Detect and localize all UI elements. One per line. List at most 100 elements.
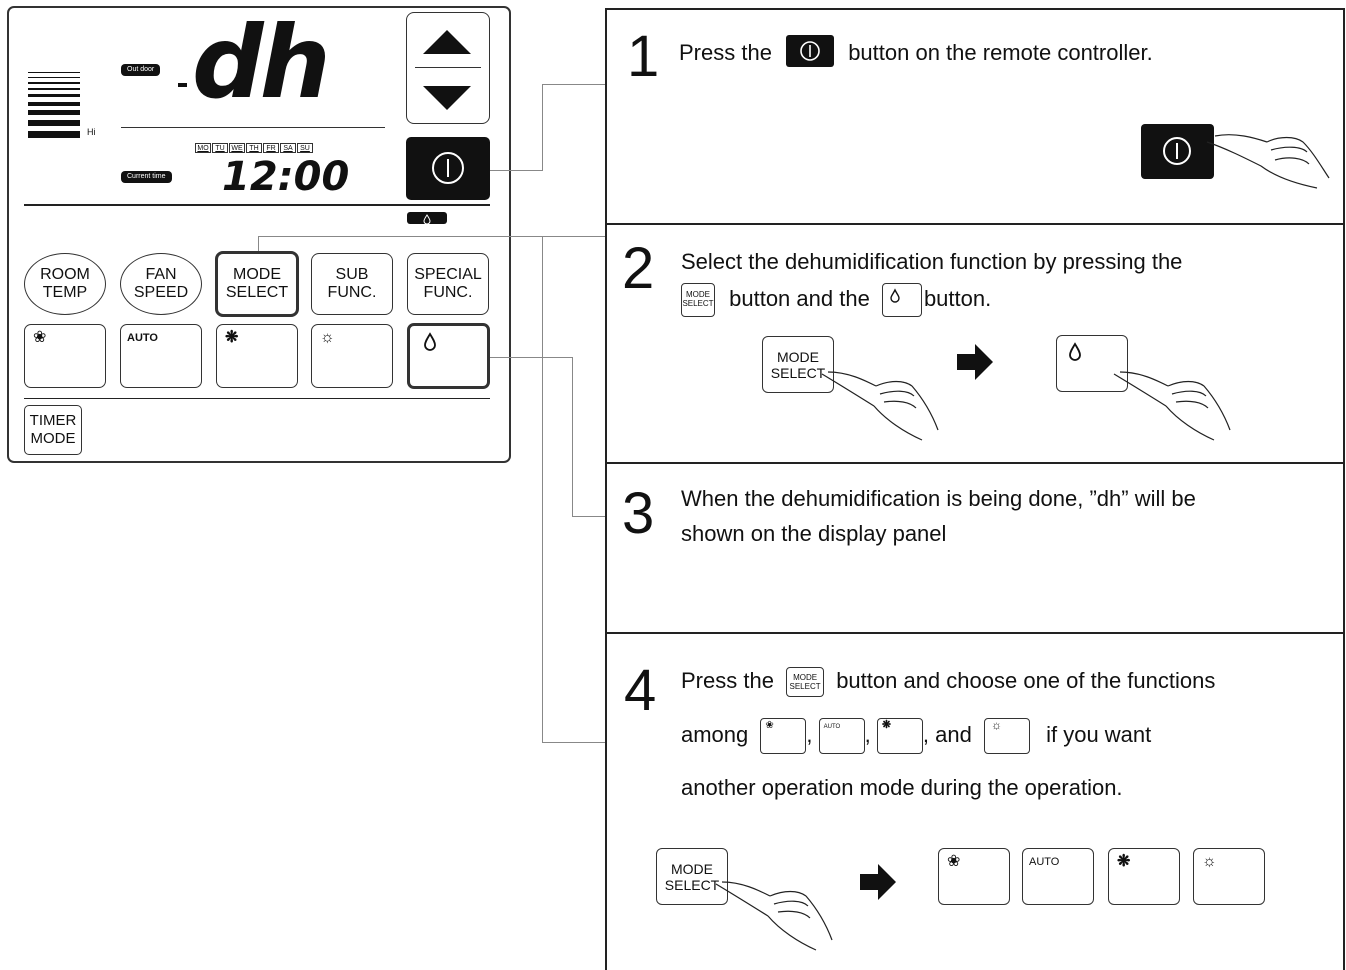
remote-controller-panel: [7, 6, 511, 463]
hand-icon: [1206, 134, 1330, 189]
step-4-line-3: another operation mode during the operat…: [681, 775, 1123, 800]
cool-mode-button[interactable]: ❋: [216, 324, 298, 388]
connector-line-1h: [542, 84, 605, 85]
arrow-right-icon: [957, 344, 993, 380]
dry-mode-button[interactable]: [407, 323, 490, 389]
room-temp-button[interactable]: ROOM TEMP: [24, 253, 106, 315]
drop-inline-icon: [881, 283, 922, 317]
day-mo: MO: [195, 143, 211, 153]
time-display: 12:00: [222, 154, 350, 200]
auto-mode-button[interactable]: AUTO: [120, 324, 202, 388]
mode-select-inline-icon: MODE SELECT: [681, 283, 715, 317]
snowflake-icon: ❋: [1117, 853, 1131, 870]
step-4-text-b2: if you want: [1046, 721, 1152, 747]
day-tu: TU: [212, 143, 228, 153]
current-time-label: Current time: [121, 171, 172, 183]
step-4-text-a: Press the: [681, 668, 774, 693]
snowflake-icon: ❋: [225, 329, 239, 346]
up-down-divider: [415, 67, 481, 68]
step-1-text-b: button on the remote controller.: [848, 40, 1153, 65]
timer-mode-button[interactable]: TIMER MODE: [24, 405, 82, 455]
drop-icon: [424, 332, 436, 351]
hand-icon: [821, 371, 939, 441]
minus-sign: [178, 83, 187, 87]
step-4-sep-2: ,: [864, 721, 871, 747]
hand-icon: [715, 881, 833, 951]
step-divider-2: [607, 462, 1343, 464]
day-we: WE: [229, 143, 245, 153]
sun-icon: ☼: [1202, 853, 1217, 870]
connector-line-2v: [258, 236, 259, 251]
snowflake-inline-icon: ❋: [876, 718, 923, 754]
step-1-power-button-illustration: [1141, 124, 1214, 179]
special-func-button[interactable]: SPECIAL FUNC.: [407, 253, 489, 315]
step-4-fan-illustration: ❀: [938, 848, 1010, 905]
fan-inline-icon: ❀: [760, 718, 807, 754]
step-3-number: 3: [622, 481, 655, 546]
step-1-number: 1: [627, 24, 660, 89]
step-2-line-2: MODE SELECT button and the button.: [681, 283, 991, 317]
hand-icon: [1113, 371, 1231, 441]
connector-line-4h: [542, 742, 605, 743]
drop-indicator: [407, 212, 447, 225]
connector-line-2: [258, 236, 605, 237]
outdoor-label: Out door: [121, 64, 161, 76]
step-2-text-a: button and the: [729, 285, 870, 311]
step-4-text-among: among: [681, 721, 749, 747]
connector-line-3h: [572, 516, 605, 517]
step-2-mode-select-illustration: MODE SELECT: [762, 336, 834, 393]
auto-label: AUTO: [1029, 856, 1060, 868]
step-4-sep-3: , and: [922, 721, 972, 747]
step-4-heat-illustration: ☼: [1193, 848, 1265, 905]
fan-level-label: Hi: [87, 127, 96, 137]
fan-mode-button[interactable]: ❀: [24, 324, 106, 388]
triangle-up-icon[interactable]: [421, 28, 473, 56]
step-1-text-a: Press the: [679, 40, 772, 65]
sub-func-button[interactable]: SUB FUNC.: [311, 253, 393, 315]
display-separator: [121, 127, 385, 128]
day-su: SU: [297, 143, 313, 153]
auto-label: AUTO: [127, 332, 158, 344]
day-fr: FR: [263, 143, 279, 153]
sun-icon: ☼: [320, 329, 335, 346]
power-button[interactable]: [406, 137, 490, 200]
display-bottom-line: [24, 204, 490, 206]
step-1-text: Press the button on the remote controlle…: [679, 35, 1153, 70]
drop-icon: [423, 214, 431, 225]
step-divider-1: [607, 223, 1343, 225]
power-inline-icon: [786, 35, 835, 68]
step-4-cool-illustration: ❋: [1108, 848, 1180, 905]
power-icon: [432, 152, 464, 184]
step-3-line-1: When the dehumidification is being done,…: [681, 486, 1196, 511]
step-2-text-b: button.: [923, 285, 992, 311]
step-2-dry-button-illustration: [1056, 335, 1128, 392]
heat-mode-button[interactable]: ☼: [311, 324, 393, 388]
step-4-auto-illustration: AUTO: [1022, 848, 1094, 905]
step-4-mode-select-illustration: MODE SELECT: [656, 848, 728, 905]
step-4-sep-1: ,: [806, 721, 813, 747]
connector-line-4v: [542, 236, 543, 742]
step-3-line-2: shown on the display panel: [681, 521, 947, 546]
steps-panel: [605, 8, 1345, 970]
connector-line-3: [490, 357, 573, 358]
sun-inline-icon: ☼: [983, 718, 1030, 754]
connector-line-3v: [572, 357, 573, 516]
mode-select-button[interactable]: MODE SELECT: [215, 251, 299, 317]
auto-inline-icon: AUTO: [818, 718, 865, 754]
main-display: dh: [192, 4, 331, 121]
step-4-line-2: among ❀, AUTO, ❋, and ☼ if you want: [681, 718, 1151, 754]
triangle-down-icon[interactable]: [421, 84, 473, 112]
connector-line-1: [490, 170, 543, 171]
power-icon: [1163, 137, 1191, 165]
arrow-right-icon: [860, 864, 896, 900]
step-4-number: 4: [624, 658, 657, 723]
fan-icon: ❀: [947, 853, 961, 870]
day-th: TH: [246, 143, 262, 153]
step-2-number: 2: [622, 236, 655, 301]
fan-speed-button[interactable]: FAN SPEED: [120, 253, 202, 315]
mode-select-inline-icon: MODE SELECT: [786, 667, 825, 698]
connector-line-1v: [542, 84, 543, 171]
step-4-line-1: Press the MODE SELECT button and choose …: [681, 666, 1215, 698]
step-divider-3: [607, 632, 1343, 634]
